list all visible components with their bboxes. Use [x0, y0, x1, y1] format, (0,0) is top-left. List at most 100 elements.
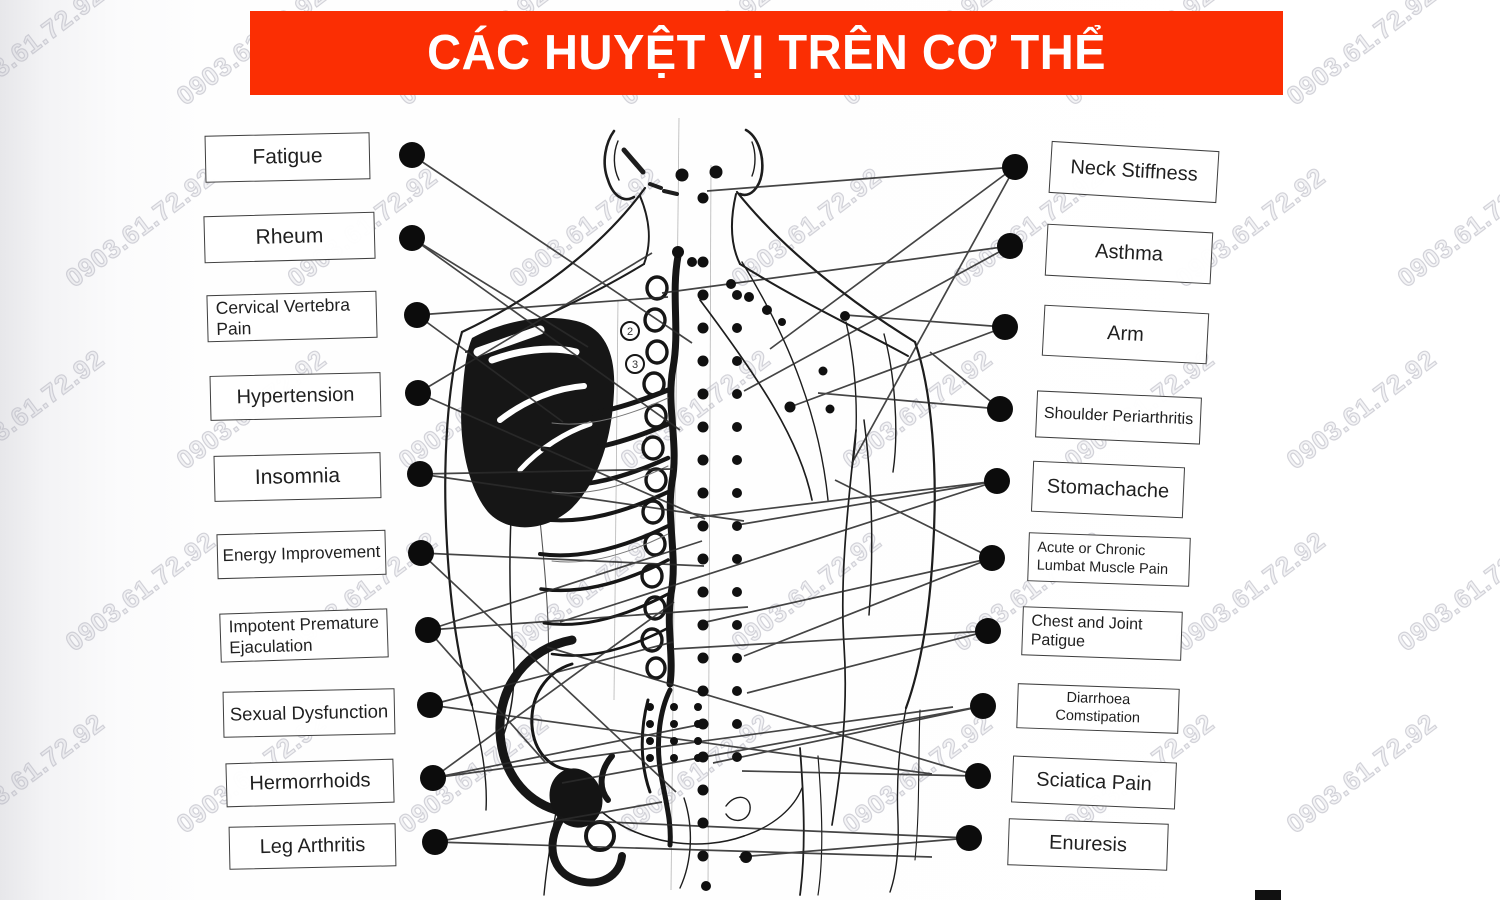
connector-line	[434, 801, 663, 843]
connector-line	[416, 296, 669, 316]
label-dot	[997, 233, 1023, 259]
connector-line	[427, 540, 703, 631]
condition-label-text: Neck Stiffness	[1069, 156, 1199, 187]
acupoint-dot	[825, 404, 835, 414]
connector-line	[432, 706, 954, 779]
acupoint-dot	[732, 587, 742, 597]
connector-line	[844, 314, 1006, 328]
acupoint-dot	[672, 246, 684, 258]
condition-label-fatigue: Fatigue	[204, 132, 371, 183]
label-dot	[1002, 154, 1028, 180]
condition-label-text: Leg Arthritis	[259, 833, 366, 858]
acupoint-dot	[694, 737, 702, 745]
condition-label-text: Acute or Chronic Lumbat Muscle Pain	[1036, 539, 1169, 578]
acupoint-dot	[697, 289, 709, 301]
label-dot	[987, 396, 1013, 422]
label-dot	[417, 692, 443, 718]
acupoint-dot	[732, 620, 742, 630]
vertebra-number: 3	[632, 359, 638, 371]
acupoint-dot	[697, 322, 709, 334]
connector-line	[661, 245, 1011, 294]
acupoint-dot	[694, 754, 702, 762]
condition-label-chest-and-joint-patigue: Chest and Joint Patigue	[1021, 606, 1183, 661]
acupoint-dot	[709, 165, 723, 179]
connector-line	[427, 606, 749, 631]
acupoint-dot	[818, 366, 828, 376]
connector-line	[417, 392, 706, 520]
acupoint-dot	[697, 817, 709, 829]
label-dot	[992, 314, 1018, 340]
label-dot	[408, 540, 434, 566]
condition-label-diarrhoea-comstipation: Diarrhoea Comstipation	[1016, 683, 1180, 734]
connector-line	[741, 770, 979, 777]
acupoint-dot	[675, 168, 689, 182]
condition-label-text: Cervical Vertebra Pain	[215, 294, 351, 339]
label-dot	[399, 142, 425, 168]
acupoint-dot	[697, 586, 709, 598]
acupoint-dot	[646, 737, 654, 745]
condition-label-text: Sexual Dysfunction	[229, 700, 389, 725]
connector-line	[929, 351, 1001, 410]
acupoint-dot	[732, 521, 742, 531]
condition-label-text: Stomachache	[1046, 475, 1170, 503]
acupoint-dot	[732, 290, 742, 300]
connector-line	[561, 819, 970, 839]
acupoint-dot	[697, 652, 709, 664]
acupoint-dot	[697, 388, 709, 400]
connector-line	[417, 252, 653, 394]
acupoint-dot	[697, 487, 709, 499]
connector-line	[746, 630, 989, 694]
condition-label-text: Chest and Joint Patigue	[1030, 612, 1143, 650]
acupoint-dot	[732, 455, 742, 465]
connector-line	[429, 704, 933, 775]
condition-label-sciatica-pain: Sciatica Pain	[1011, 755, 1177, 810]
connector-line	[706, 166, 1016, 192]
connector-line	[420, 552, 677, 793]
label-dot	[970, 693, 996, 719]
connector-line	[689, 480, 998, 519]
acupoint-dot	[726, 279, 736, 289]
condition-label-neck-stiffness: Neck Stiffness	[1048, 140, 1220, 204]
connector-line	[561, 705, 984, 784]
condition-label-acute-or-chronic-lumbat-muscle-pain: Acute or Chronic Lumbat Muscle Pain	[1027, 532, 1191, 587]
connector-line	[420, 552, 705, 567]
label-dot	[965, 763, 991, 789]
connector-line	[432, 601, 675, 779]
connector-line	[432, 723, 704, 779]
condition-label-enuresis: Enuresis	[1007, 818, 1169, 871]
condition-label-text: Fatigue	[252, 144, 323, 169]
label-dot	[399, 225, 425, 251]
title-banner: CÁC HUYỆT VỊ TRÊN CƠ THỂ	[250, 11, 1283, 95]
condition-label-cervical-vertebra-pain: Cervical Vertebra Pain	[206, 290, 378, 343]
acupoint-dot	[694, 703, 702, 711]
condition-label-text: Hermorrhoids	[249, 769, 371, 795]
acupoint-dot	[670, 754, 678, 762]
connector-line	[411, 237, 681, 431]
connector-line	[672, 630, 989, 650]
label-dot	[975, 618, 1001, 644]
condition-label-shoulder-periarthritis: Shoulder Periarthritis	[1035, 390, 1202, 445]
condition-label-text: Asthma	[1094, 240, 1164, 266]
condition-label-impotent-premature-ejaculation: Impotent Premature Ejaculation	[219, 608, 389, 663]
acupoint-dot	[697, 421, 709, 433]
condition-label-rheum: Rheum	[203, 211, 376, 264]
condition-label-sexual-dysfunction: Sexual Dysfunction	[222, 688, 396, 738]
connector-line	[817, 392, 1001, 410]
acupoint-dot	[732, 719, 742, 729]
acupoint-dot	[697, 520, 709, 532]
acupoint-dot	[687, 257, 697, 267]
connector-line	[419, 473, 745, 522]
acupoint-dot	[732, 752, 742, 762]
label-dot	[407, 461, 433, 487]
connector-line	[769, 166, 1016, 350]
page-title: CÁC HUYỆT VỊ TRÊN CƠ THỂ	[427, 26, 1106, 80]
condition-label-insomnia: Insomnia	[213, 452, 382, 502]
acupoint-dot	[840, 311, 850, 321]
condition-label-text: Insomnia	[254, 463, 341, 489]
acupoint-dot	[762, 305, 772, 315]
label-dot	[956, 825, 982, 851]
acupoint-dot	[732, 686, 742, 696]
acupoint-dot	[732, 653, 742, 663]
condition-label-hermorrhoids: Hermorrhoids	[225, 758, 395, 808]
